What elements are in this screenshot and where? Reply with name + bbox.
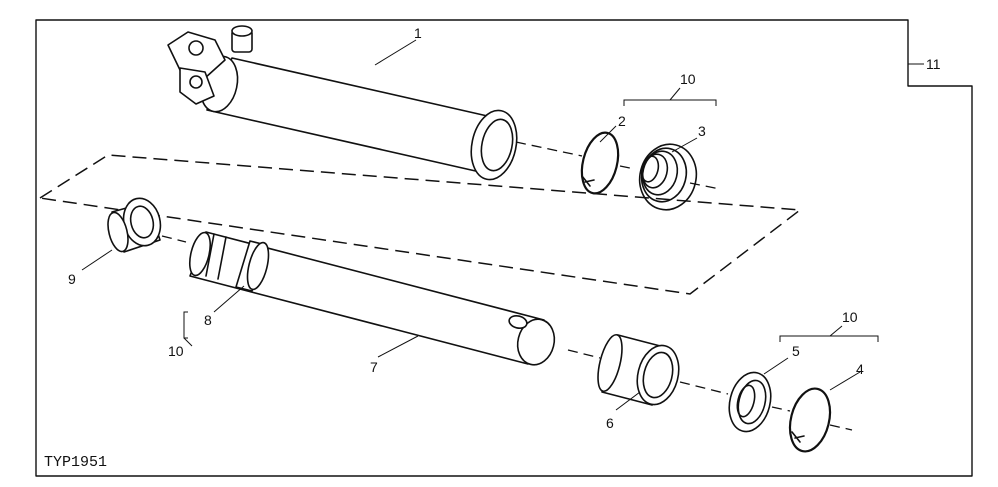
figure-code: TYP1951 (44, 454, 107, 471)
snap-ring-lower (788, 387, 832, 453)
callout-8: 8 (204, 312, 212, 328)
leader-lines (81, 39, 924, 411)
piston-rod (188, 231, 556, 366)
callout-10-lower: 10 (842, 309, 858, 325)
gland-bushing (107, 197, 162, 253)
assembly-boundary (37, 154, 803, 295)
callout-2: 2 (618, 113, 626, 129)
callout-11: 11 (926, 56, 941, 72)
callout-10-left: 10 (168, 343, 184, 359)
callout-7: 7 (370, 359, 378, 375)
callout-6: 6 (606, 415, 614, 431)
callout-5: 5 (792, 343, 800, 359)
callout-3: 3 (698, 123, 706, 139)
piston-ring (235, 240, 270, 292)
diagram-frame (35, 19, 973, 477)
cylinder-barrel (167, 25, 518, 181)
snap-ring-upper (580, 131, 620, 195)
centerline-upper (515, 141, 583, 157)
callout-10-upper: 10 (680, 71, 696, 87)
piston (597, 333, 680, 406)
lower-seal (728, 371, 772, 433)
callout-4: 4 (856, 361, 864, 377)
callout-1: 1 (414, 25, 422, 41)
callout-9: 9 (68, 271, 76, 287)
rod-seal-wiper (638, 143, 698, 211)
